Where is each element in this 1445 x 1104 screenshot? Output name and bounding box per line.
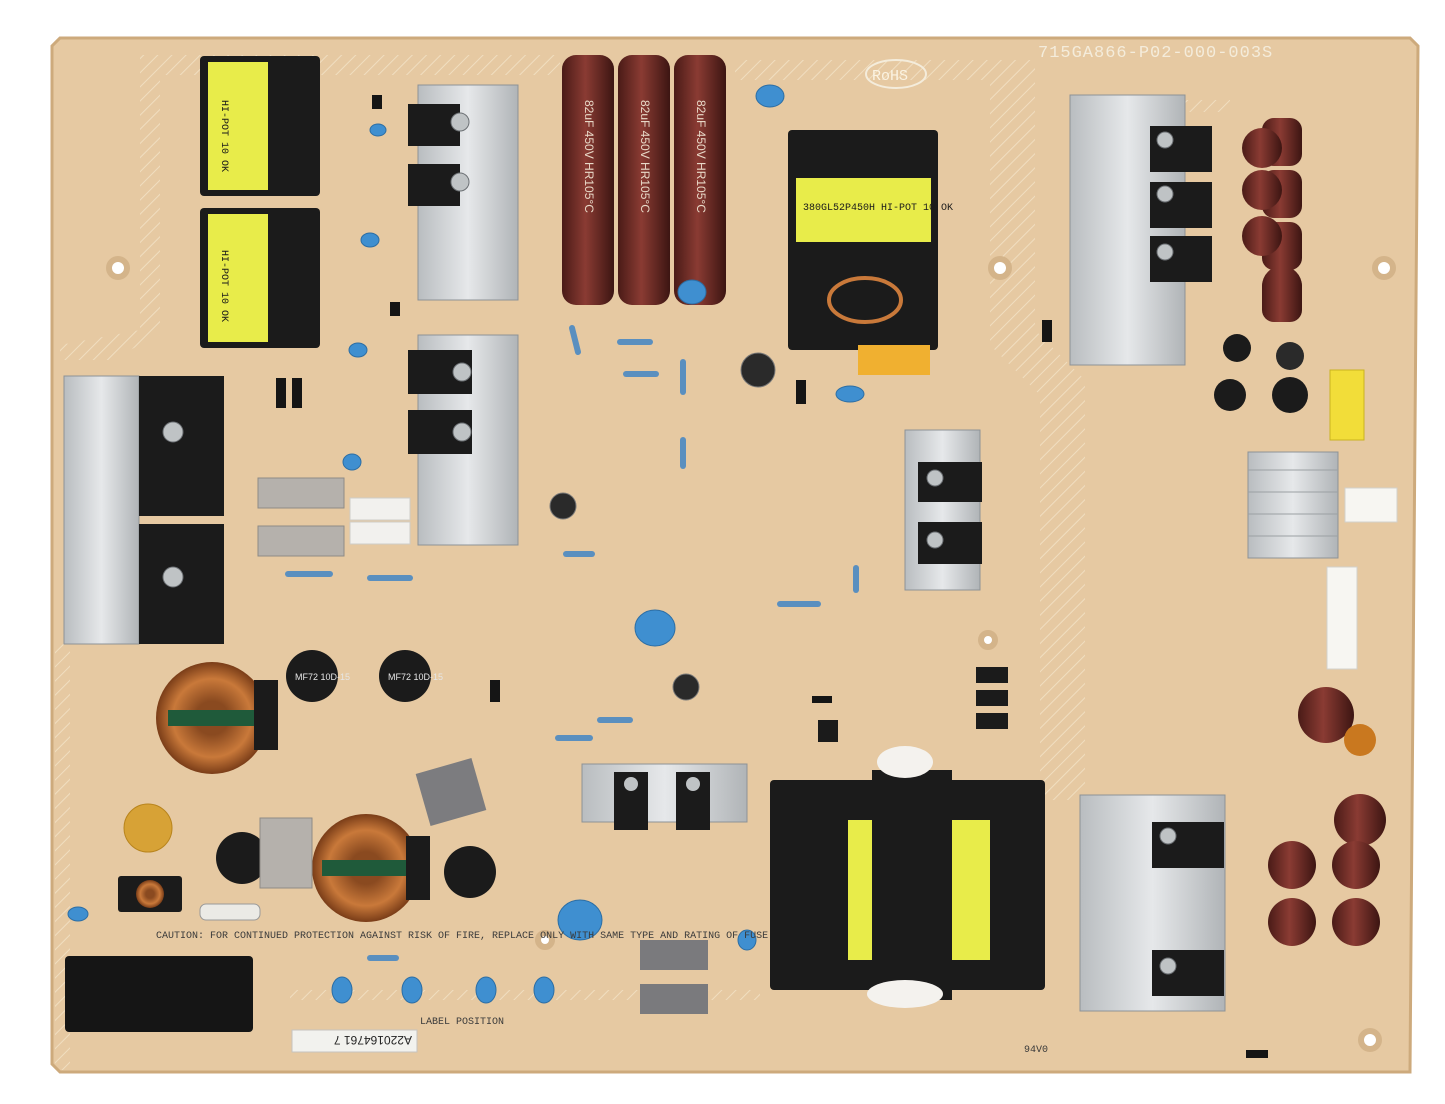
- ntc-thermistors: MF72 10D-15 MF72 10D-15: [216, 650, 496, 898]
- ul-rating-silkscreen: 94V0: [1024, 1045, 1048, 1056]
- heatsink-center: [408, 334, 519, 546]
- svg-text:HI-POT 10 OK: HI-POT 10 OK: [218, 250, 229, 322]
- common-mode-choke-1: [156, 662, 278, 774]
- ac-input-connector: [65, 956, 253, 1032]
- output-capacitors-bottom: [1268, 687, 1386, 946]
- svg-text:A220164761 7: A220164761 7: [334, 1033, 412, 1047]
- resistors: [285, 325, 859, 961]
- svg-text:82uF 450V HR105°C: 82uF 450V HR105°C: [694, 100, 708, 213]
- svg-text:82uF 450V HR105°C: 82uF 450V HR105°C: [582, 100, 596, 213]
- film-capacitor-grey: [415, 758, 487, 826]
- svg-text:380GL52P450H HI-POT 10 OK: 380GL52P450H HI-POT 10 OK: [803, 203, 953, 214]
- serial-label: A220164761 7: [291, 1029, 418, 1053]
- film-capacitors: [257, 477, 411, 557]
- output-capacitors-top: [1242, 118, 1302, 322]
- rohs-badge: [865, 59, 927, 89]
- llc-transformer: [770, 746, 1045, 1008]
- fuse: [199, 903, 261, 921]
- rohs-text: RoHS: [872, 68, 908, 85]
- heatsink-bottom-right: [1079, 794, 1226, 1012]
- label-position-silkscreen: LABEL POSITION: [420, 1017, 504, 1028]
- heatsink-middle-right: [904, 429, 982, 591]
- fuse-caution-silkscreen: CAUTION: FOR CONTINUED PROTECTION AGAINS…: [156, 931, 768, 942]
- white-connector: [1344, 487, 1398, 523]
- svg-text:MF72 10D-15: MF72 10D-15: [388, 672, 443, 682]
- y-capacitors: [67, 84, 865, 1004]
- flyback-transformer-2: HI-POT 10 OK: [200, 208, 320, 348]
- heatsink-top-right: [1069, 94, 1212, 366]
- film-cap-bottom-2: [640, 984, 708, 1014]
- heatsink-top-1: [408, 84, 519, 301]
- heatsink-left: [63, 375, 224, 645]
- heatsink-bottom-center: [581, 763, 748, 830]
- flyback-transformer-1: HI-POT 10 OK: [200, 56, 320, 196]
- small-inductors: [1214, 334, 1308, 413]
- varistor: [123, 803, 173, 853]
- film-cap-bottom-1: [640, 940, 708, 970]
- emi-inductor-small: [118, 876, 182, 912]
- small-electrolytics: [549, 352, 776, 701]
- finned-heatsink: [1247, 451, 1339, 559]
- main-transformer: 380GL52P450H HI-POT 10 OK: [788, 130, 953, 375]
- svg-text:MF72 10D-15: MF72 10D-15: [295, 672, 350, 682]
- white-header: [1326, 566, 1358, 670]
- x-capacitor: [259, 817, 313, 889]
- svg-text:82uF 450V HR105°C: 82uF 450V HR105°C: [638, 100, 652, 213]
- common-mode-choke-2: [312, 814, 430, 922]
- diodes: [276, 95, 1268, 1058]
- connector-yellow: [1329, 369, 1365, 441]
- bulk-capacitors: 82uF 450V HR105°C 82uF 450V HR105°C 82uF…: [562, 55, 726, 305]
- svg-text:HI-POT 10 OK: HI-POT 10 OK: [218, 100, 229, 172]
- part-number-silkscreen: 715GA866-P02-000-003S: [1038, 44, 1273, 63]
- optocouplers: [818, 667, 1008, 742]
